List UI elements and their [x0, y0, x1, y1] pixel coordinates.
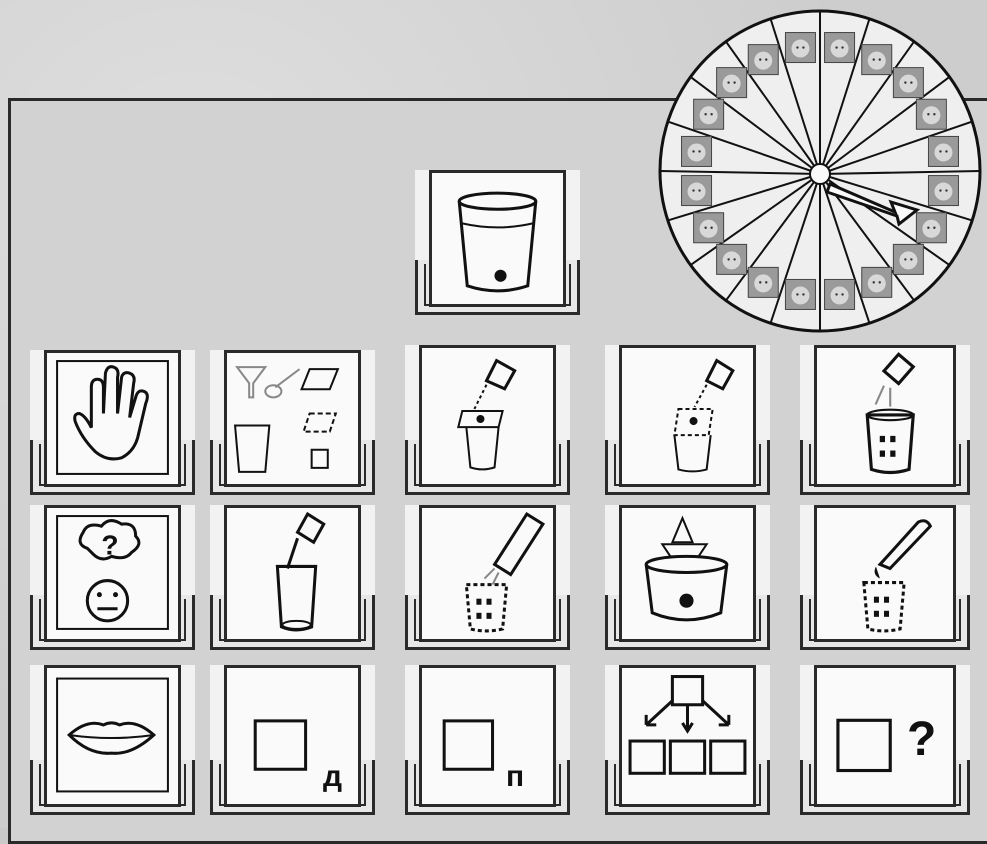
square-icon — [422, 668, 553, 804]
face-photo-icon — [785, 33, 815, 63]
glass-with-ball-icon — [432, 173, 563, 304]
face-photo-icon — [893, 244, 923, 274]
glass-drops-card[interactable] — [800, 345, 970, 495]
face-photo-icon — [928, 136, 958, 166]
face-photo-icon — [785, 279, 815, 309]
card-panel — [814, 505, 956, 642]
think-face-icon: ? — [47, 508, 178, 639]
glass-dotted-packet-card[interactable] — [605, 345, 770, 495]
square-p-card[interactable]: п — [405, 665, 570, 815]
card-panel — [44, 665, 181, 807]
boat-bowl-card[interactable] — [605, 505, 770, 650]
svg-text:?: ? — [101, 528, 118, 560]
face-photo-icon — [862, 45, 892, 75]
pour-packet-card[interactable] — [405, 505, 570, 650]
letter-d: д — [323, 760, 342, 794]
face-photo-icon — [825, 279, 855, 309]
face-photo-icon — [694, 99, 724, 129]
pour-glass-icon — [227, 508, 358, 639]
face-photo-icon — [694, 213, 724, 243]
card-panel: п — [419, 665, 556, 807]
pour-glass-card[interactable] — [210, 505, 375, 650]
face-photo-icon — [717, 244, 747, 274]
boat-bowl-icon — [622, 508, 753, 639]
question-mark: ? — [907, 712, 936, 767]
card-panel — [619, 345, 756, 487]
lips-icon — [47, 668, 178, 804]
faces-wheel[interactable] — [655, 6, 985, 336]
tube-glass-icon — [817, 508, 953, 639]
face-photo-icon — [862, 267, 892, 297]
glass-drops-icon — [817, 348, 953, 484]
lips-card[interactable] — [30, 665, 195, 815]
glass-packet-card[interactable] — [405, 345, 570, 495]
glass-packet-dotted-icon — [622, 348, 753, 484]
card-panel — [224, 505, 361, 642]
pour-packet-icon — [422, 508, 553, 639]
face-photo-icon — [682, 136, 712, 166]
card-panel: ? — [814, 665, 956, 807]
tree-squares-icon — [622, 668, 753, 804]
letter-p: п — [506, 760, 524, 794]
card-panel — [419, 505, 556, 642]
glass-card[interactable] — [415, 170, 580, 315]
card-panel — [429, 170, 566, 307]
square-question-card[interactable]: ? — [800, 665, 970, 815]
face-photo-icon — [928, 176, 958, 206]
glass-packet-icon — [422, 348, 553, 484]
face-photo-icon — [748, 267, 778, 297]
card-panel: д — [224, 665, 361, 807]
face-photo-icon — [748, 45, 778, 75]
square-d-card[interactable]: д — [210, 665, 375, 815]
hand-icon — [47, 353, 178, 484]
hand-card[interactable] — [30, 350, 195, 495]
face-photo-icon — [682, 176, 712, 206]
face-photo-icon — [717, 68, 747, 98]
card-panel — [814, 345, 956, 487]
face-photo-icon — [916, 99, 946, 129]
face-photo-icon — [825, 33, 855, 63]
face-photo-icon — [893, 68, 923, 98]
card-panel — [619, 665, 756, 807]
tools-icon — [227, 353, 358, 484]
card-panel — [619, 505, 756, 642]
card-panel: ? — [44, 505, 181, 642]
face-photo-icon — [916, 213, 946, 243]
think-face-card[interactable]: ? — [30, 505, 195, 650]
card-panel — [44, 350, 181, 487]
tools-card[interactable] — [210, 350, 375, 495]
card-panel — [224, 350, 361, 487]
tree-squares-card[interactable] — [605, 665, 770, 815]
card-panel — [419, 345, 556, 487]
tube-glass-card[interactable] — [800, 505, 970, 650]
